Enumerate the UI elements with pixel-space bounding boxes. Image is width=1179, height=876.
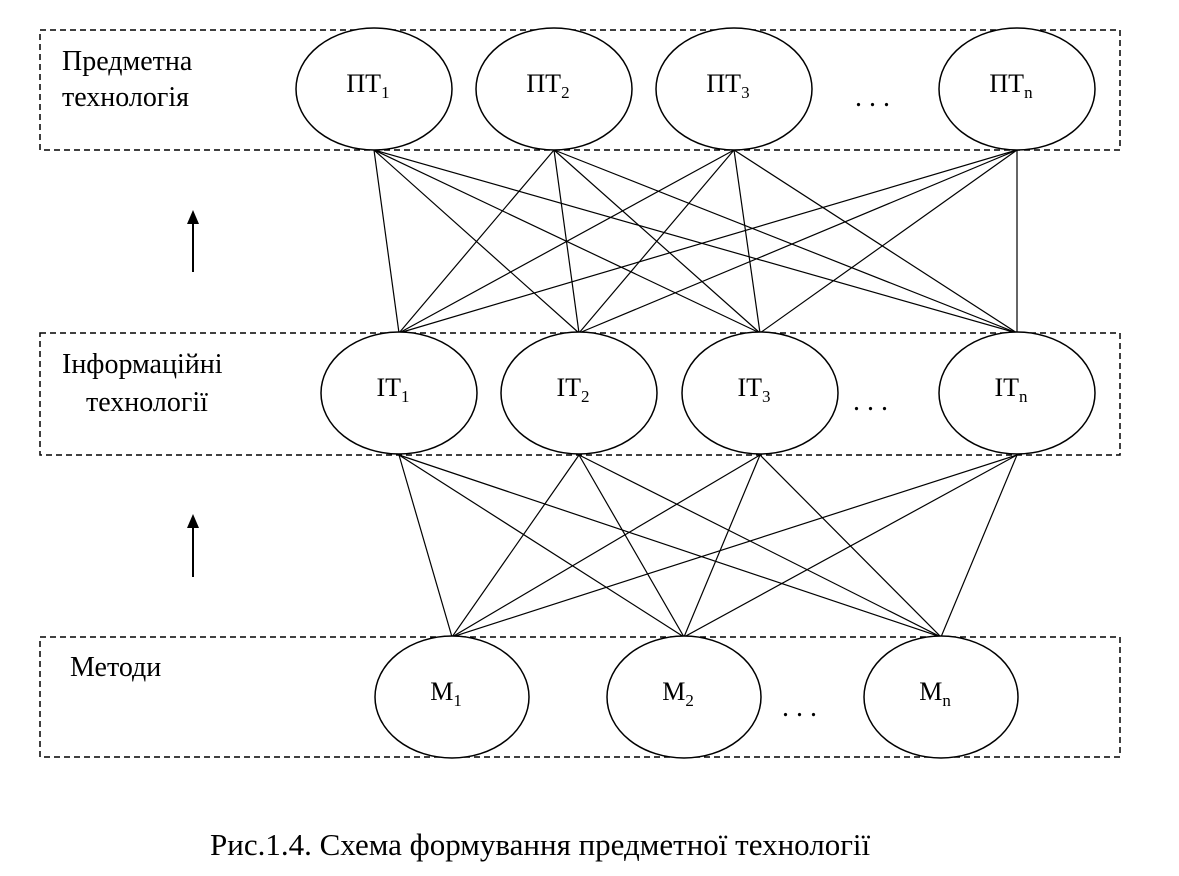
node-ellipse: [320, 331, 478, 455]
info-node-2: ІТ2: [500, 331, 658, 455]
node-label-subscript: 2: [685, 691, 694, 710]
connector-line: [451, 454, 580, 638]
node-label-subscript: 1: [453, 691, 462, 710]
node-ellipse: [500, 331, 658, 455]
connector-line: [451, 454, 761, 638]
subject-node-3: ПТ3: [655, 27, 813, 151]
subject-node-n: ПТn: [938, 27, 1096, 151]
node-label-subscript: 1: [381, 83, 390, 102]
node-label-subscript: 2: [581, 387, 590, 406]
node-label-subscript: 2: [561, 83, 570, 102]
node-ellipse: [938, 331, 1096, 455]
connector-line: [683, 454, 761, 638]
methods-node-n: Мn: [863, 635, 1019, 759]
figure-caption: Рис.1.4. Схема формування предметної тех…: [210, 827, 871, 862]
node-label: ІТ1: [376, 373, 409, 406]
connector-line: [451, 454, 1018, 638]
node-label-subscript: 1: [401, 387, 410, 406]
connector-line: [398, 454, 453, 638]
info-ellipsis: . . .: [853, 386, 888, 417]
node-label: ІТn: [994, 373, 1028, 406]
node-ellipse: [374, 635, 530, 759]
node-ellipse: [475, 27, 633, 151]
node-label: ІТ2: [556, 373, 589, 406]
subject-layer-label-line2: технологія: [62, 82, 189, 113]
subject-layer-box: [39, 29, 1121, 151]
connector-line: [398, 454, 942, 638]
connector-line: [398, 149, 1018, 334]
node-ellipse: [295, 27, 453, 151]
node-ellipse: [938, 27, 1096, 151]
connector-line: [578, 454, 685, 638]
connector-line: [398, 149, 735, 334]
node-label-subscript: n: [1019, 387, 1028, 406]
node-label: Мn: [919, 677, 951, 710]
node-label: ПТ1: [346, 69, 389, 102]
connector-line: [759, 149, 1018, 334]
node-label-subscript: n: [1024, 83, 1033, 102]
node-ellipse: [863, 635, 1019, 759]
node-label: М2: [662, 677, 694, 710]
node-label: М1: [430, 677, 462, 710]
info-node-1: ІТ1: [320, 331, 478, 455]
edges-info-methods: [398, 454, 1018, 638]
node-label-subscript: 3: [762, 387, 771, 406]
connector-line: [578, 454, 942, 638]
node-label-subscript: n: [942, 691, 951, 710]
connector-line: [553, 149, 1018, 334]
connector-line: [398, 454, 685, 638]
node-label-base: ІТ: [994, 373, 1019, 402]
node-label: ПТn: [989, 69, 1033, 102]
connector-line: [373, 149, 400, 334]
connector-line: [940, 454, 1018, 638]
subject-ellipsis: . . .: [855, 82, 890, 113]
node-ellipse: [681, 331, 839, 455]
info-node-n: ІТn: [938, 331, 1096, 455]
subject-layer-label-line1: Предметна: [62, 46, 193, 77]
arrow-up-icon: [187, 210, 199, 272]
node-label: ПТ2: [526, 69, 569, 102]
info-layer-label-line1: Інформаційні: [62, 349, 223, 380]
info-layer-label-line2: технології: [86, 387, 208, 418]
node-label-base: ПТ: [989, 69, 1024, 98]
methods-layer-label: Методи: [70, 652, 161, 683]
methods-ellipsis: . . .: [782, 692, 817, 723]
methods-layer-box: [39, 636, 1121, 758]
node-label-base: М: [430, 677, 453, 706]
node-label-base: М: [662, 677, 685, 706]
connector-line: [578, 149, 735, 334]
node-label-base: ІТ: [737, 373, 762, 402]
node-label-base: ІТ: [376, 373, 401, 402]
node-ellipse: [655, 27, 813, 151]
arrow-up-icon: [187, 514, 199, 577]
node-label-subscript: 3: [741, 83, 750, 102]
subject-node-1: ПТ1: [295, 27, 453, 151]
node-label-base: ПТ: [706, 69, 741, 98]
node-label-base: ПТ: [346, 69, 381, 98]
info-node-3: ІТ3: [681, 331, 839, 455]
methods-node-2: М2: [606, 635, 762, 759]
connector-line: [373, 149, 1018, 334]
node-label-base: ІТ: [556, 373, 581, 402]
subject-node-2: ПТ2: [475, 27, 633, 151]
node-label: ПТ3: [706, 69, 749, 102]
node-label-base: М: [919, 677, 942, 706]
methods-node-1: М1: [374, 635, 530, 759]
connector-line: [398, 149, 555, 334]
connector-line: [733, 149, 1018, 334]
node-label-base: ПТ: [526, 69, 561, 98]
connector-line: [733, 149, 761, 334]
node-label: ІТ3: [737, 373, 770, 406]
connector-line: [578, 149, 1018, 334]
connector-line: [683, 454, 1018, 638]
edges-subject-info: [373, 149, 1018, 334]
node-ellipse: [606, 635, 762, 759]
